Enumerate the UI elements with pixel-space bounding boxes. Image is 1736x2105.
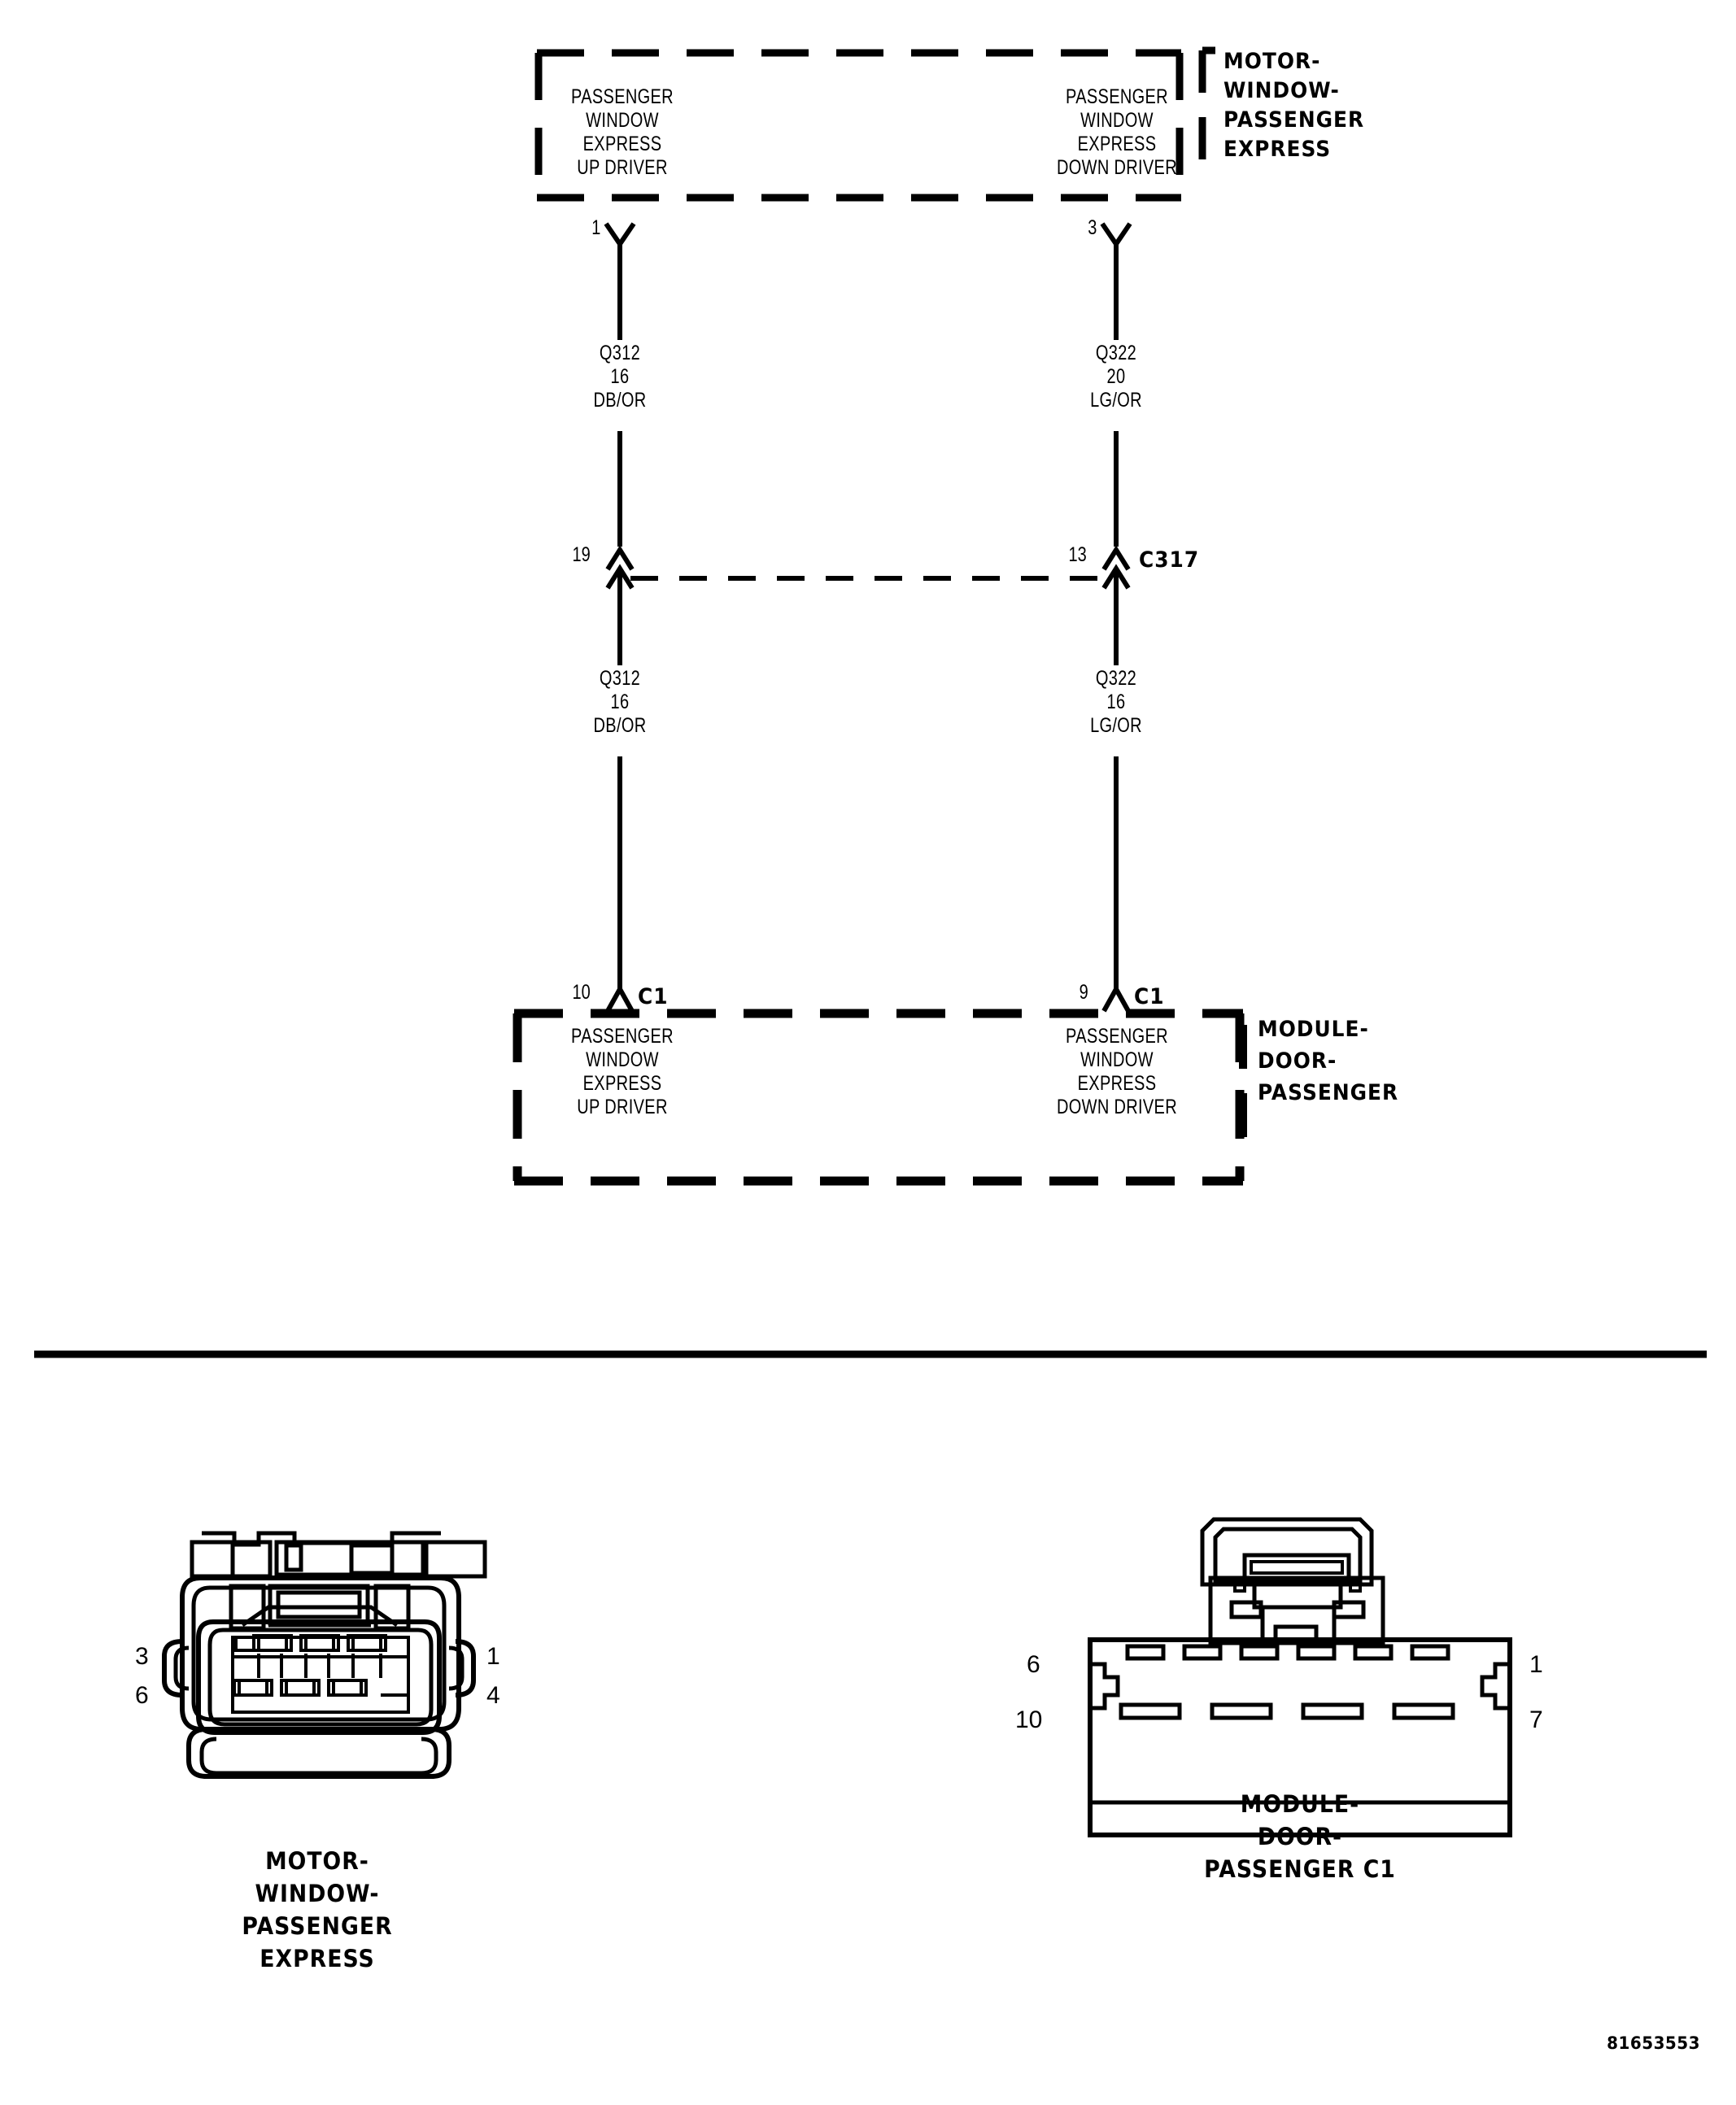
left-wire-lower-label: Q312 16 DB/OR bbox=[593, 667, 647, 737]
right-wire-upper-label: Q322 20 LG/OR bbox=[1090, 342, 1142, 412]
right-wire bbox=[1100, 222, 1132, 1013]
top-left-pin-number: 1 bbox=[591, 216, 601, 239]
left-connector-illustration bbox=[162, 1531, 487, 1779]
bottom-left-pin-number: 10 bbox=[572, 981, 591, 1004]
left-connector-pin-bottom-right: 4 bbox=[486, 1682, 500, 1709]
top-right-pin-number: 3 bbox=[1088, 216, 1097, 239]
top-left-terminal-text: PASSENGER WINDOW EXPRESS UP DRIVER bbox=[571, 85, 674, 179]
right-connector-pin-top-right: 1 bbox=[1529, 1651, 1543, 1678]
bottom-right-terminal-text: PASSENGER WINDOW EXPRESS DOWN DRIVER bbox=[1057, 1025, 1177, 1118]
bottom-right-connector-label: C1 bbox=[1134, 984, 1165, 1009]
right-connector-pin-bottom-left: 10 bbox=[1015, 1706, 1043, 1733]
left-connector-pin-top-left: 3 bbox=[135, 1643, 149, 1670]
right-wire-lower-label: Q322 16 LG/OR bbox=[1090, 667, 1142, 737]
part-number: 81653553 bbox=[1607, 2033, 1700, 2053]
c317-connector-label: C317 bbox=[1139, 547, 1200, 573]
bottom-left-connector-label: C1 bbox=[638, 984, 669, 1009]
left-wire-upper-label: Q312 16 DB/OR bbox=[593, 342, 647, 412]
right-connector-illustration bbox=[1088, 1517, 1512, 1837]
left-connector-caption: MOTOR- WINDOW- PASSENGER EXPRESS bbox=[242, 1847, 393, 1972]
top-component-bracket bbox=[1198, 46, 1215, 181]
c317-right-pin-number: 13 bbox=[1068, 543, 1087, 566]
bottom-component-caption: MODULE- DOOR- PASSENGER bbox=[1258, 1017, 1399, 1105]
bottom-right-pin-number: 9 bbox=[1079, 981, 1088, 1004]
right-connector-pin-bottom-right: 7 bbox=[1529, 1706, 1543, 1733]
right-connector-caption: MODULE- DOOR- PASSENGER C1 bbox=[1204, 1790, 1396, 1883]
left-wire bbox=[604, 222, 1102, 1013]
left-connector-pin-top-right: 1 bbox=[486, 1643, 500, 1670]
left-connector-pin-bottom-left: 6 bbox=[135, 1682, 149, 1709]
c317-left-pin-number: 19 bbox=[572, 543, 591, 566]
bottom-left-terminal-text: PASSENGER WINDOW EXPRESS UP DRIVER bbox=[571, 1025, 674, 1118]
top-component-caption: MOTOR- WINDOW- PASSENGER EXPRESS bbox=[1223, 49, 1365, 162]
right-connector-pin-top-left: 6 bbox=[1027, 1651, 1040, 1678]
top-right-terminal-text: PASSENGER WINDOW EXPRESS DOWN DRIVER bbox=[1057, 85, 1177, 179]
top-component-box bbox=[534, 49, 1184, 202]
